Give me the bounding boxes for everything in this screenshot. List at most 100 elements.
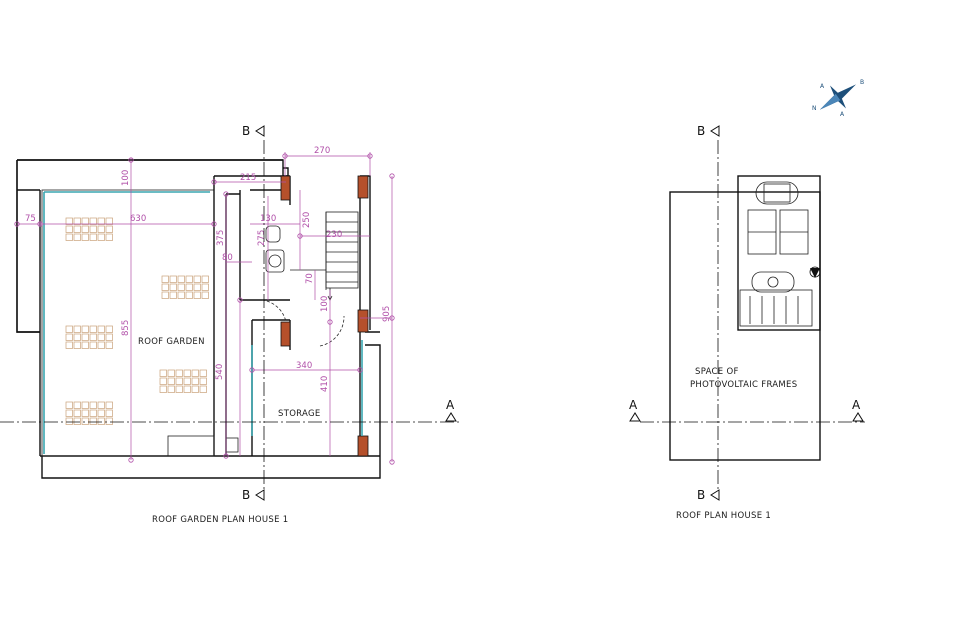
area-label-line-1: SPACE OF [695,367,739,377]
tile [175,377,183,385]
tile [81,233,89,241]
tile [105,341,113,349]
dim-270: 270 [314,146,330,156]
door-swing-2 [319,315,345,347]
dim-70: 70 [305,273,315,284]
dim-855: 855 [121,320,131,336]
tile [81,325,89,333]
svg-text:A: A [629,398,638,412]
tile [193,291,201,299]
compass-label-b: B [860,79,864,86]
section-marker-a-left: A [445,398,457,422]
tile [105,417,113,425]
kitchenette [167,435,215,457]
tile [105,233,113,241]
tile [81,401,89,409]
tile [185,283,193,291]
tile [185,291,193,299]
tile [201,283,209,291]
section-marker-a-right-left: A [629,398,641,422]
tile-grid [159,369,207,393]
tile [89,233,97,241]
tile [89,417,97,425]
tile-grid [65,217,113,241]
tile [65,225,73,233]
outer-parapet [16,159,381,479]
tile [81,409,89,417]
tile [159,377,167,385]
toilet [265,225,281,243]
tile [65,341,73,349]
tile [73,233,81,241]
tile [89,325,97,333]
tile [81,417,89,425]
tile [105,409,113,417]
tile [193,275,201,283]
washbasin [265,249,285,273]
dim-100-b: 100 [320,296,330,312]
dim-410: 410 [320,376,330,392]
north-arrow-icon [819,84,857,110]
tile [97,233,105,241]
tile [81,225,89,233]
tile [97,325,105,333]
tile [177,275,185,283]
tile [89,341,97,349]
room-label-roof-garden: ROOF GARDEN [138,337,205,347]
tile [73,333,81,341]
tile [73,417,81,425]
tile [89,409,97,417]
tile [169,275,177,283]
area-label-line-2: PHOTOVOLTAIC FRAMES [690,380,797,390]
compass-label-a-bottom: A [840,111,845,118]
tile [89,401,97,409]
dim-630: 630 [130,214,146,224]
tile [199,385,207,393]
dim-340: 340 [296,361,312,371]
tile [81,341,89,349]
tile [105,225,113,233]
drain-icon [810,268,820,278]
tile [159,385,167,393]
section-marker-a-right-right: A [852,398,864,422]
tile [183,369,191,377]
section-marker-b-top-left: B [242,124,265,138]
tile [191,385,199,393]
dim-275: 275 [257,230,267,246]
plan-title-roof: ROOF PLAN HOUSE 1 [676,511,771,521]
tile [191,377,199,385]
washbasin-bowl [268,254,282,268]
tile [65,233,73,241]
tile [97,401,105,409]
tile [73,401,81,409]
tile [89,217,97,225]
tile-grid [65,325,113,349]
dim-540: 540 [215,364,225,380]
dim-375: 375 [216,230,226,246]
tile [65,325,73,333]
tile [193,283,201,291]
planter-tiles [65,217,209,425]
plan-title-roof-garden: ROOF GARDEN PLAN HOUSE 1 [152,515,288,525]
tile [167,377,175,385]
tile [105,333,113,341]
dim-905: 905 [382,306,392,322]
section-marker-b-bottom-right: B [697,488,720,502]
tile [175,369,183,377]
tile [65,333,73,341]
tile [199,369,207,377]
tile [159,369,167,377]
dim-130: 130 [260,214,276,224]
tile-grid [161,275,209,299]
dim-80: 80 [222,253,233,263]
tile [105,325,113,333]
compass-label-a-top: A [820,83,825,90]
tile [177,291,185,299]
tile [89,225,97,233]
dim-250: 250 [302,212,312,228]
tile [105,217,113,225]
compass-label-north: N [812,105,817,112]
tile [73,225,81,233]
svg-text:B: B [242,488,250,502]
